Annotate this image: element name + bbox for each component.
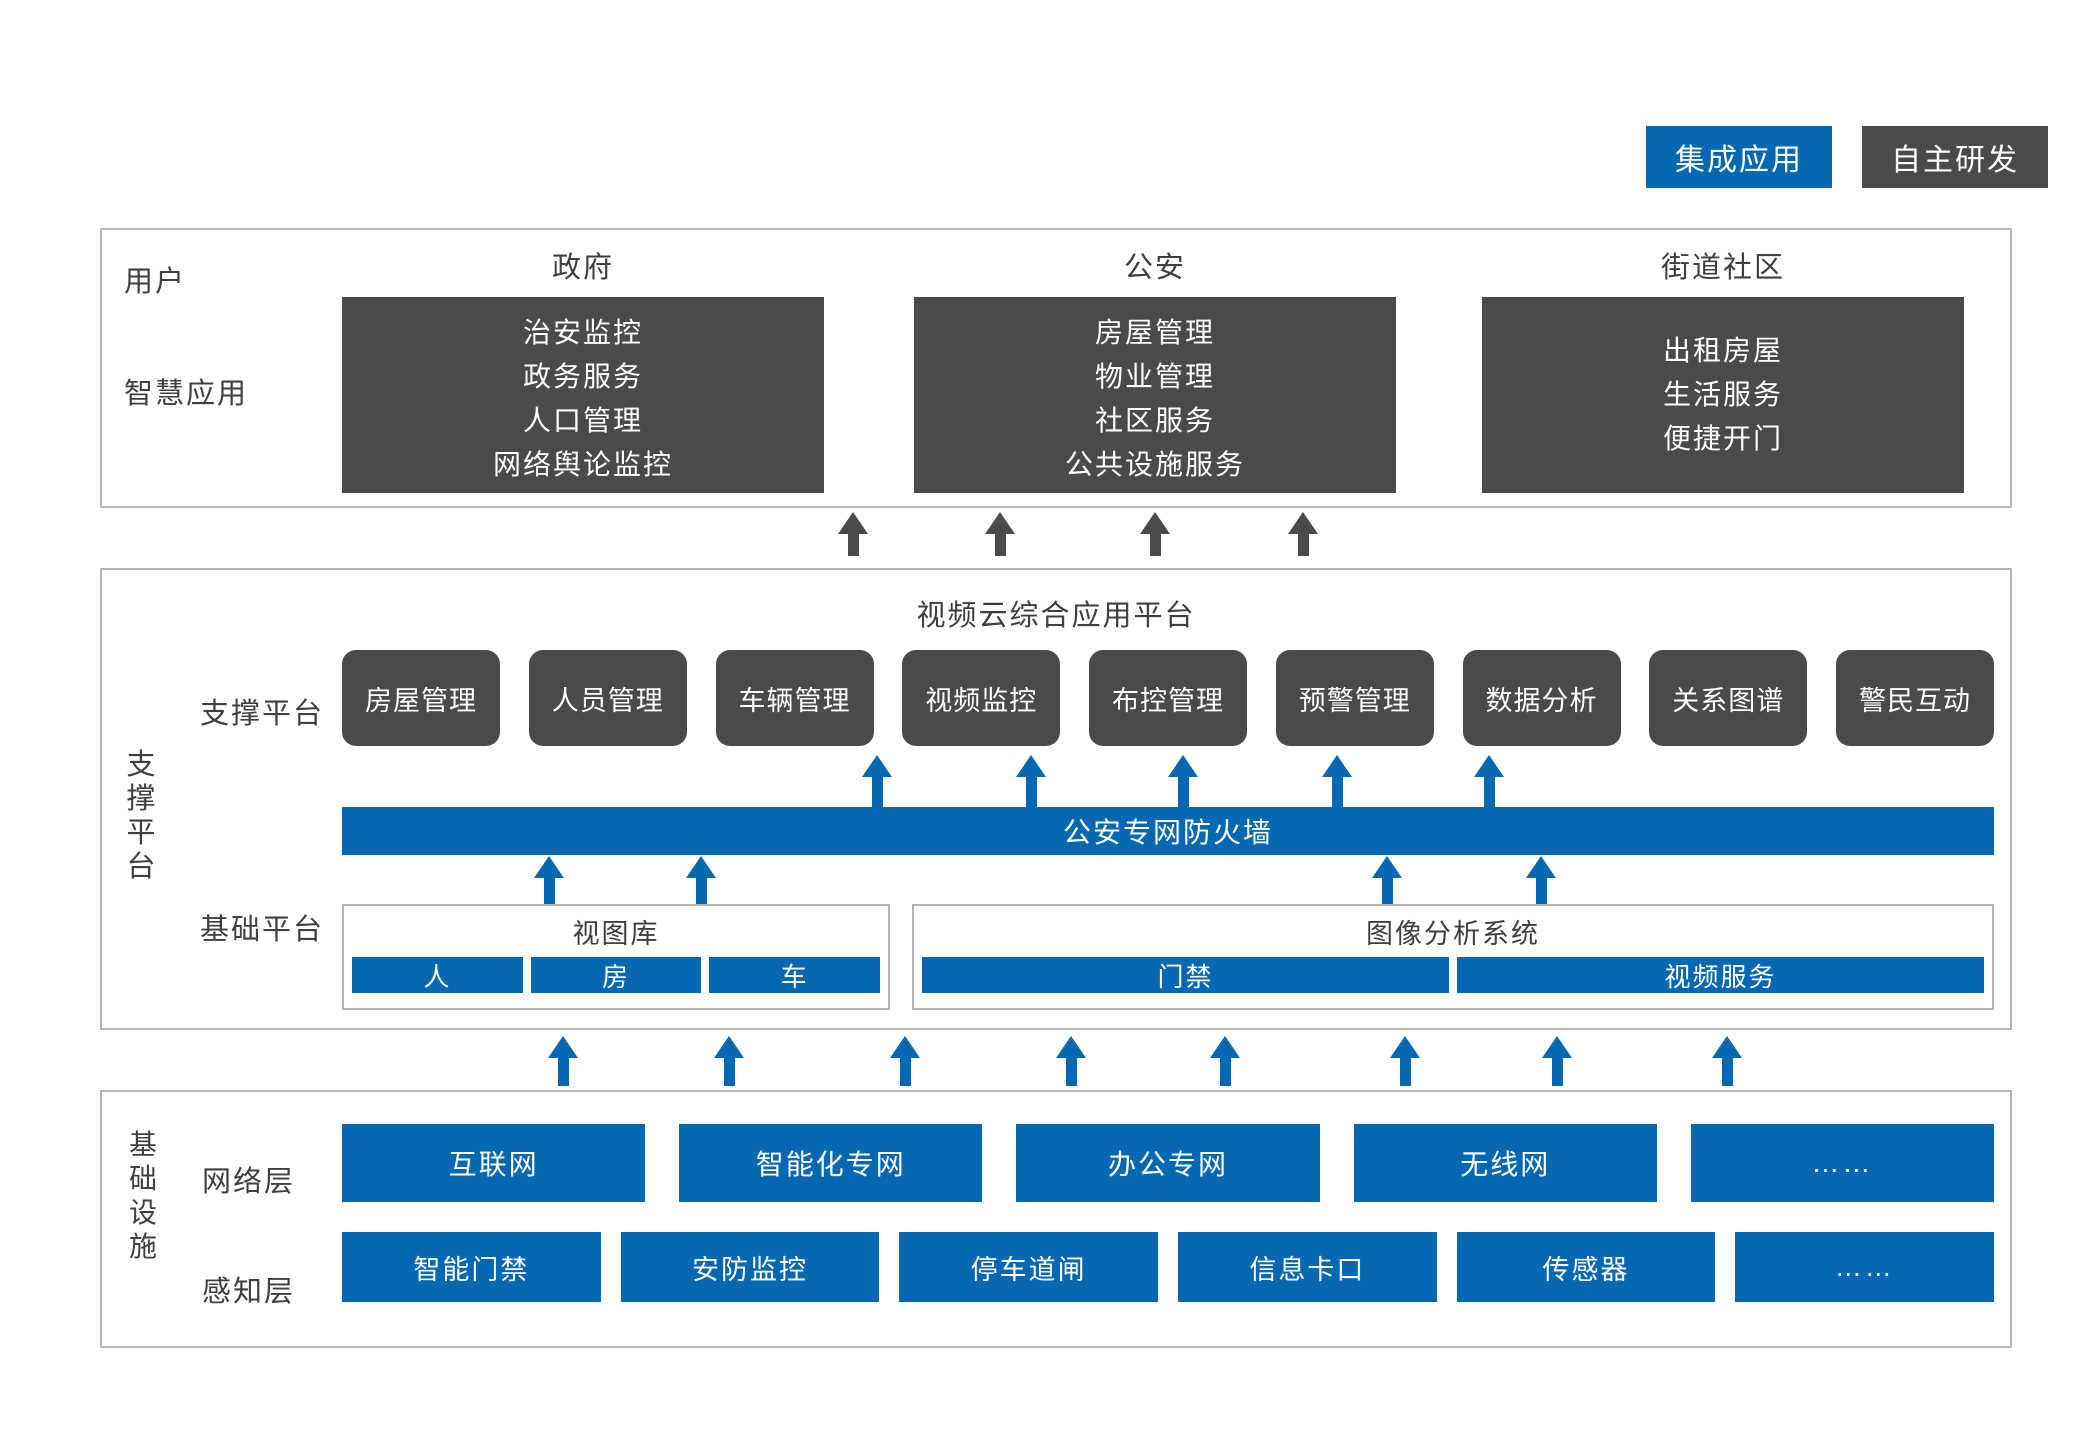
flow-arrow-up-icon — [1372, 856, 1402, 910]
application-column-street-community: 街道社区 出租房屋 生活服务 便捷开门 — [1482, 244, 1964, 493]
network-cell-more[interactable]: …… — [1690, 1124, 1995, 1202]
application-column-title: 街道社区 — [1660, 252, 1785, 284]
flow-arrow-up-icon — [1526, 856, 1556, 910]
module-house-management[interactable]: 房屋管理 — [342, 650, 500, 746]
base-group-items: 门禁 视频服务 — [914, 951, 1992, 993]
flow-arrow-up-icon — [534, 856, 564, 910]
base-item-video-service[interactable]: 视频服务 — [1457, 957, 1984, 993]
flow-arrow-up-icon — [1390, 1036, 1420, 1086]
module-deployment-control[interactable]: 布控管理 — [1089, 650, 1247, 746]
flow-arrow-up-icon — [1168, 755, 1198, 807]
firewall-label: 公安专网防火墙 — [1062, 817, 1273, 848]
base-group-title: 视图库 — [572, 919, 660, 949]
application-box: 房屋管理 物业管理 社区服务 公共设施服务 — [914, 297, 1396, 493]
base-item-access-control[interactable]: 门禁 — [922, 957, 1449, 993]
base-item-person[interactable]: 人 — [352, 957, 523, 993]
module-police-interaction[interactable]: 警民互动 — [1836, 650, 1994, 746]
base-group-title: 图像分析系统 — [1366, 919, 1540, 949]
flow-arrow-up-icon — [1542, 1036, 1572, 1086]
platform-title: 视频云综合应用平台 — [916, 600, 1196, 632]
module-vehicle-management[interactable]: 车辆管理 — [715, 650, 874, 746]
support-platform-modules: 房屋管理 人员管理 车辆管理 视频监控 布控管理 预警管理 数据分析 关系图谱 … — [342, 650, 1994, 746]
application-item: 公共设施服务 — [1064, 449, 1245, 480]
sensing-cell-parking-barrier[interactable]: 停车道闸 — [899, 1232, 1159, 1302]
flow-arrow-up-icon — [1140, 512, 1170, 556]
application-column-title: 政府 — [551, 252, 614, 284]
flow-arrow-up-icon — [985, 512, 1015, 556]
base-item-house[interactable]: 房 — [530, 957, 702, 993]
legend-item-integrated-application: 集成应用 — [1646, 126, 1832, 188]
network-cell-office-network[interactable]: 办公专网 — [1016, 1124, 1320, 1202]
base-platform-row-label: 基础平台 — [200, 914, 325, 946]
flow-arrow-up-icon — [1474, 755, 1504, 807]
support-platform-row-label: 支撑平台 — [200, 698, 325, 730]
application-box: 治安监控 政务服务 人口管理 网络舆论监控 — [342, 297, 824, 493]
legend-item-self-developed: 自主研发 — [1862, 126, 2048, 188]
flow-arrow-up-icon — [686, 856, 716, 910]
flow-arrow-up-icon — [862, 755, 892, 807]
flow-arrow-up-icon — [1056, 1036, 1086, 1086]
sensing-cell-security-surveillance[interactable]: 安防监控 — [620, 1232, 880, 1302]
module-data-analysis[interactable]: 数据分析 — [1462, 650, 1621, 746]
base-platform-group-image-analysis: 图像分析系统 门禁 视频服务 — [912, 904, 1994, 1010]
legend-label: 自主研发 — [1891, 144, 2019, 177]
application-item: 出租房屋 — [1662, 335, 1783, 366]
base-item-vehicle[interactable]: 车 — [709, 957, 881, 993]
sensing-layer-row: 智能门禁 安防监控 停车道闸 信息卡口 传感器 …… — [342, 1232, 1995, 1302]
legend-label: 集成应用 — [1675, 144, 1803, 177]
network-layer-label: 网络层 — [202, 1166, 296, 1198]
network-cell-wireless-network[interactable]: 无线网 — [1353, 1124, 1657, 1202]
application-item: 人口管理 — [522, 405, 643, 436]
base-platform-group-view-library: 视图库 人 房 车 — [342, 904, 890, 1010]
user-row-label: 用户 — [124, 266, 187, 298]
application-item: 物业管理 — [1094, 361, 1215, 392]
flow-arrow-up-icon — [1322, 755, 1352, 807]
infrastructure-section: 基础设施 网络层 感知层 互联网 智能化专网 办公专网 无线网 …… 智能门禁 … — [100, 1090, 2012, 1348]
flow-arrow-up-icon — [1016, 755, 1046, 807]
application-item: 房屋管理 — [1094, 317, 1215, 348]
application-item: 政务服务 — [522, 361, 643, 392]
sensing-layer-label: 感知层 — [202, 1276, 296, 1308]
module-relationship-graph[interactable]: 关系图谱 — [1649, 650, 1808, 746]
infrastructure-side-label-text: 基础设施 — [128, 1129, 157, 1262]
module-video-surveillance[interactable]: 视频监控 — [902, 650, 1061, 746]
sensing-cell-more[interactable]: …… — [1735, 1232, 1995, 1302]
legend: 集成应用 自主研发 — [1646, 126, 2048, 188]
flow-arrow-up-icon — [890, 1036, 920, 1086]
flow-arrow-up-icon — [714, 1036, 744, 1086]
sensing-cell-smart-access-control[interactable]: 智能门禁 — [342, 1232, 601, 1302]
application-item: 便捷开门 — [1662, 423, 1783, 454]
platform-side-label-text: 支撑平台 — [126, 749, 156, 883]
flow-arrow-up-icon — [1712, 1036, 1742, 1086]
platform-side-label: 支撑平台 — [124, 748, 158, 884]
network-cell-intelligent-network[interactable]: 智能化专网 — [679, 1124, 983, 1202]
infrastructure-side-label: 基础设施 — [126, 1128, 160, 1264]
application-item: 治安监控 — [522, 317, 643, 348]
sensing-cell-sensor[interactable]: 传感器 — [1456, 1232, 1716, 1302]
base-group-items: 人 房 车 — [344, 951, 888, 993]
network-cell-internet[interactable]: 互联网 — [342, 1124, 646, 1202]
module-personnel-management[interactable]: 人员管理 — [528, 650, 687, 746]
platform-section: 视频云综合应用平台 支撑平台 支撑平台 基础平台 房屋管理 人员管理 车辆管理 … — [100, 568, 2012, 1030]
application-box: 出租房屋 生活服务 便捷开门 — [1482, 297, 1964, 493]
application-column-government: 政府 治安监控 政务服务 人口管理 网络舆论监控 — [342, 244, 824, 493]
flow-arrow-up-icon — [1288, 512, 1318, 556]
flow-arrow-up-icon — [838, 512, 868, 556]
application-item: 生活服务 — [1662, 379, 1783, 410]
flow-arrow-up-icon — [548, 1036, 578, 1086]
application-column-title: 公安 — [1123, 252, 1186, 284]
application-item: 网络舆论监控 — [492, 449, 673, 480]
smart-application-row-label: 智慧应用 — [124, 378, 249, 410]
network-layer-row: 互联网 智能化专网 办公专网 无线网 …… — [342, 1124, 1995, 1202]
sensing-cell-information-checkpoint[interactable]: 信息卡口 — [1178, 1232, 1437, 1302]
module-early-warning[interactable]: 预警管理 — [1275, 650, 1434, 746]
application-item: 社区服务 — [1094, 405, 1215, 436]
applications-section: 用户 智慧应用 政府 治安监控 政务服务 人口管理 网络舆论监控 公安 房屋管理… — [100, 228, 2012, 508]
firewall-bar: 公安专网防火墙 — [342, 807, 1994, 855]
flow-arrow-up-icon — [1210, 1036, 1240, 1086]
application-column-public-security: 公安 房屋管理 物业管理 社区服务 公共设施服务 — [914, 244, 1396, 493]
